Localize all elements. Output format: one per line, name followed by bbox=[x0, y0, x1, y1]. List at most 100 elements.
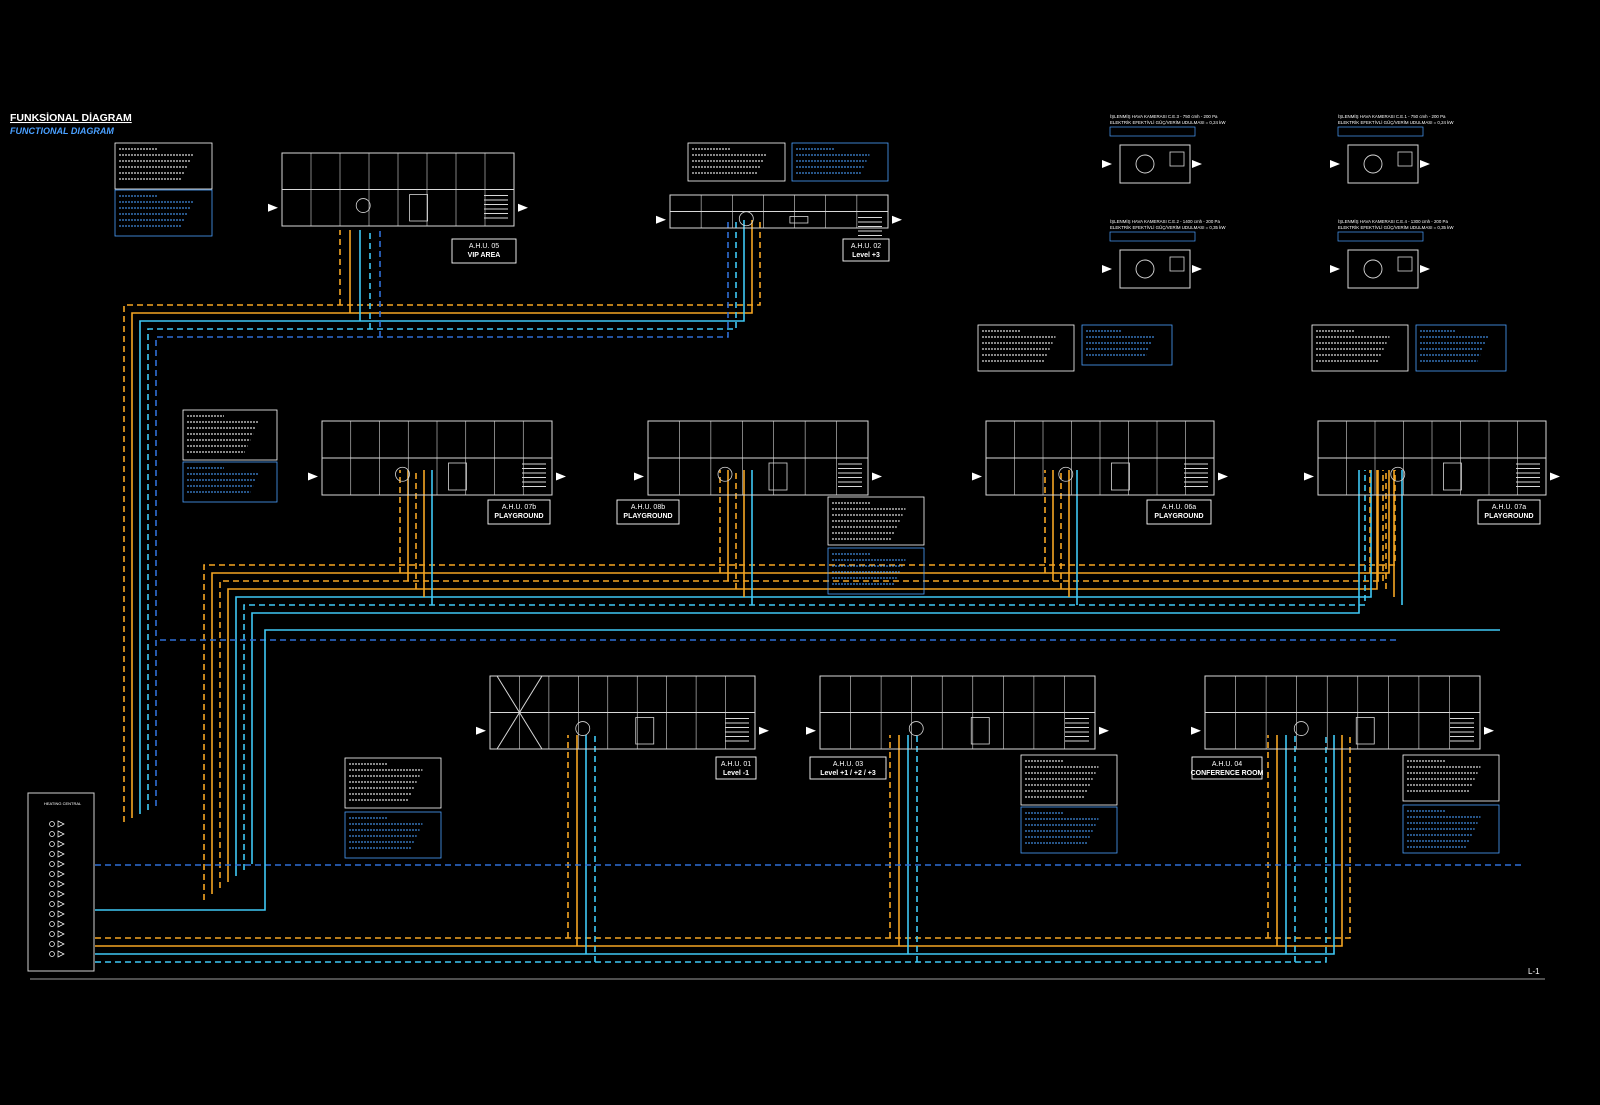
air-inlet-arrow bbox=[476, 726, 486, 735]
air-inlet-arrow bbox=[1304, 472, 1314, 481]
piping-network bbox=[95, 220, 1525, 963]
ahu-label-frame bbox=[1477, 499, 1541, 525]
spec-ahu06a-blue bbox=[1081, 324, 1173, 366]
manifold-port-valve bbox=[49, 881, 55, 887]
fan-outlet-arrow bbox=[1192, 160, 1202, 168]
spec-ahu07b-blue bbox=[182, 461, 278, 503]
manifold-port-arrow bbox=[57, 870, 65, 878]
air-outlet-arrow bbox=[1099, 726, 1109, 735]
fan-casing bbox=[1347, 249, 1419, 289]
title-main: FUNKSİONAL DİAGRAM bbox=[10, 111, 132, 124]
fan-spec-line-2: ELEKTRİK EFEKTİVLİ GÜÇ/VERİM UDULMASI = … bbox=[1338, 225, 1454, 230]
supply-riser-mid bbox=[211, 470, 1390, 894]
coil-icon bbox=[448, 462, 467, 491]
fan-spec-line-1: İŞLENMİŞ HAVA KAMERASI C.E.3 - 750 cmh -… bbox=[1110, 114, 1218, 119]
fan-inlet-arrow bbox=[1102, 265, 1112, 273]
air-outlet-arrow bbox=[1550, 472, 1560, 481]
spec-ahu04-white bbox=[1402, 754, 1500, 802]
ahu-lower-casing bbox=[819, 712, 1096, 750]
manifold-port-valve bbox=[49, 891, 55, 897]
title-sub: FUNCTIONAL DIAGRAM bbox=[10, 126, 114, 136]
fan-motor-icon bbox=[1397, 151, 1413, 167]
manifold-port-valve bbox=[49, 871, 55, 877]
fan-casing bbox=[1347, 144, 1419, 184]
ahu-07a-unit bbox=[1304, 420, 1560, 496]
spec-ahu06a-white bbox=[977, 324, 1075, 372]
sheet-number: L-1 bbox=[1528, 967, 1540, 976]
manifold-port-valve bbox=[49, 901, 55, 907]
coil-icon bbox=[1443, 462, 1462, 491]
air-inlet-arrow bbox=[308, 472, 318, 481]
ahu-label-frame bbox=[487, 499, 551, 525]
air-outlet-arrow bbox=[872, 472, 882, 481]
ahu-label-area: Level +1 / +2 / +3 bbox=[820, 770, 876, 777]
air-inlet-arrow bbox=[806, 726, 816, 735]
fan-spec-blue-box bbox=[1337, 231, 1424, 242]
exhaust-fan-ce3: İŞLENMİŞ HAVA KAMERASI C.E.3 - 750 cmh -… bbox=[1102, 114, 1226, 184]
fan-icon bbox=[575, 721, 591, 736]
fan-spec-blue-box bbox=[1109, 231, 1196, 242]
air-outlet-arrow bbox=[1218, 472, 1228, 481]
ahu-label-ahu01: A.H.U. 01 Level -1 bbox=[715, 756, 757, 780]
manifold-port-valve bbox=[49, 851, 55, 857]
fan-spec-line-1: İŞLENMİŞ HAVA KAMERASI C.E.1 - 750 cmh -… bbox=[1338, 114, 1446, 119]
manifold-port-valve bbox=[49, 951, 55, 957]
supply-header-bottom bbox=[95, 735, 1335, 955]
ahu-02-unit bbox=[656, 194, 902, 241]
supply-riser-mid bbox=[219, 470, 1384, 888]
supply-riser-top bbox=[155, 220, 729, 806]
fan-icon bbox=[738, 211, 754, 227]
ahu-04-unit bbox=[1191, 675, 1494, 750]
manifold-port-valve bbox=[49, 931, 55, 937]
spec-ahu01-white bbox=[344, 757, 442, 809]
spec-ahu01-blue bbox=[344, 811, 442, 859]
manifold-port-valve bbox=[49, 911, 55, 917]
supply-riser-top bbox=[139, 220, 745, 814]
coil-icon bbox=[970, 717, 990, 745]
spec-box-frame bbox=[1020, 754, 1118, 806]
fan-impeller-icon bbox=[1135, 154, 1155, 174]
supply-riser-mid bbox=[251, 470, 1360, 864]
ahu-06a-unit bbox=[972, 420, 1228, 496]
spec-box-frame bbox=[827, 547, 925, 595]
ahu-08b-unit bbox=[634, 420, 882, 496]
fan-spec-line-2: ELEKTRİK EFEKTİVLİ GÜÇ/VERİM UDULMASI = … bbox=[1338, 120, 1454, 125]
fan-inlet-arrow bbox=[1330, 265, 1340, 273]
air-outlet-arrow bbox=[892, 215, 902, 224]
fan-impeller-icon bbox=[1363, 154, 1383, 174]
manifold-port-arrow bbox=[57, 820, 65, 828]
spec-ahu05-blue bbox=[114, 189, 213, 237]
air-outlet-arrow bbox=[518, 203, 528, 212]
ahu-label-title: A.H.U. 01 bbox=[721, 761, 751, 768]
supply-riser-top bbox=[123, 220, 761, 822]
fan-outlet-arrow bbox=[1420, 160, 1430, 168]
spec-box-frame bbox=[1311, 324, 1409, 372]
manifold-port-arrow bbox=[57, 850, 65, 858]
spec-ahu02-blue bbox=[791, 142, 889, 182]
fan-impeller-icon bbox=[1363, 259, 1383, 279]
ahu-label-frame bbox=[451, 238, 517, 264]
ahu-label-area: PLAYGROUND bbox=[1154, 513, 1203, 520]
coil-icon bbox=[789, 216, 809, 224]
air-outlet-arrow bbox=[759, 726, 769, 735]
coil-icon bbox=[768, 462, 788, 491]
spec-box-frame bbox=[1415, 324, 1507, 372]
ahu-label-area: PLAYGROUND bbox=[494, 513, 543, 520]
fan-icon bbox=[395, 466, 410, 482]
spec-box-frame bbox=[1402, 804, 1500, 854]
ahu-05-unit bbox=[268, 152, 528, 227]
drawing-title: FUNKSİONAL DİAGRAM FUNCTIONAL DIAGRAM bbox=[10, 111, 132, 136]
heating-central-label: HEATING CENTRAL bbox=[44, 801, 82, 806]
spec-box-frame bbox=[182, 461, 278, 503]
fan-spec-line-2: ELEKTRİK EFEKTİVLİ GÜÇ/VERİM UDULMASI = … bbox=[1110, 225, 1226, 230]
coil-icon bbox=[409, 194, 429, 222]
spec-box-frame bbox=[1081, 324, 1173, 366]
ahu-label-frame bbox=[616, 499, 680, 525]
ahu-label-area: Level -1 bbox=[723, 770, 749, 777]
spec-ahu05-white bbox=[114, 142, 213, 190]
